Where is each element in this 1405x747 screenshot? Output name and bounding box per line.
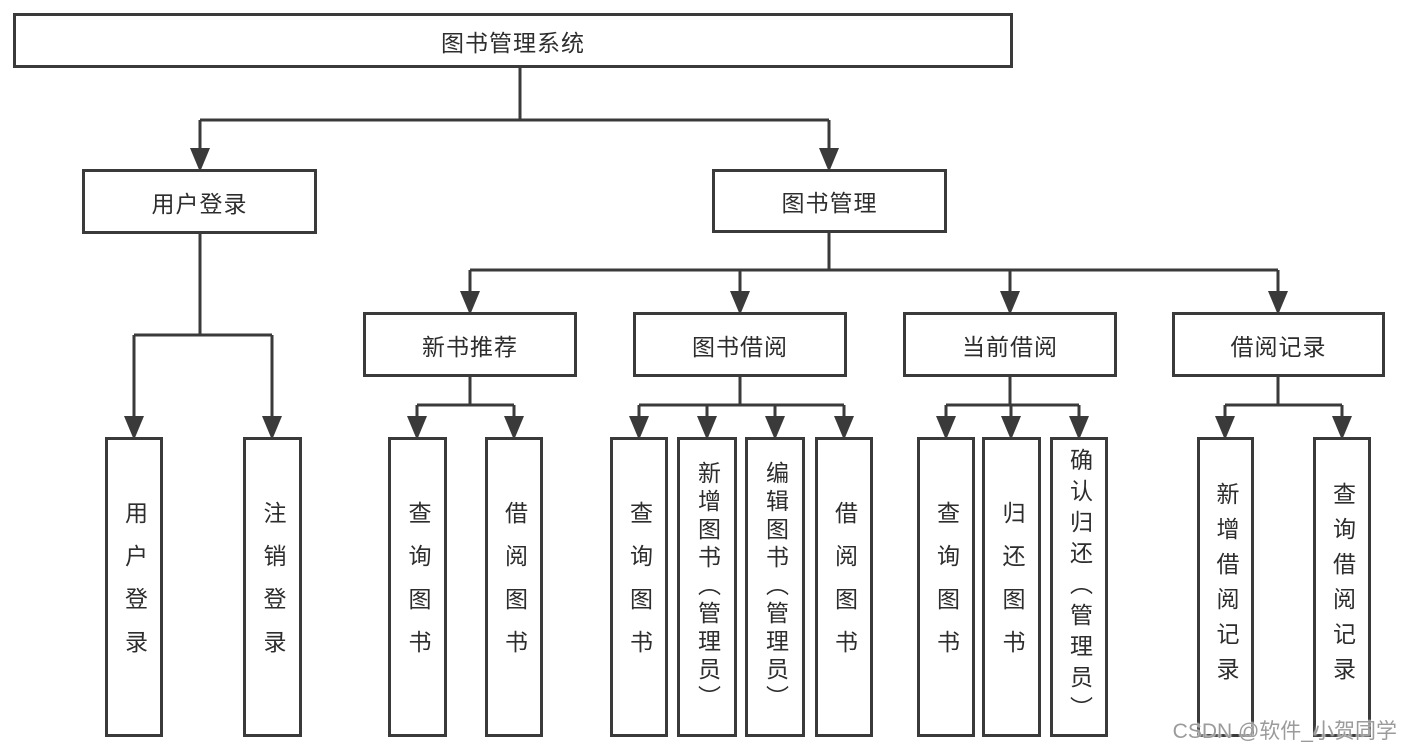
leaf-newbook-query-books: 查询图书 — [388, 437, 447, 737]
connector-root-to-level2 — [198, 68, 831, 150]
node-borrow-records: 借阅记录 — [1172, 312, 1385, 377]
node-user-login-branch-label: 用户登录 — [151, 190, 248, 217]
node-user-login-branch: 用户登录 — [82, 169, 317, 234]
node-current-borrow-label: 当前借阅 — [962, 333, 1058, 360]
leaf-borrow-books-label: 借阅图书 — [831, 501, 858, 673]
leaf-user-login-label: 用户登录 — [121, 501, 148, 673]
node-new-book-recommend: 新书推荐 — [363, 312, 577, 377]
node-book-borrow-label: 图书借阅 — [692, 333, 788, 360]
leaf-edit-books-admin-label: 编辑图书（管理员） — [762, 461, 789, 713]
leaf-add-books-admin: 新增图书（管理员） — [677, 437, 737, 737]
node-book-management: 图书管理 — [712, 169, 947, 233]
leaf-return-books: 归还图书 — [982, 437, 1041, 737]
leaf-query-borrow-record-label: 查询借阅记录 — [1329, 482, 1356, 692]
leaf-logout-label: 注销登录 — [260, 501, 286, 673]
leaf-logout: 注销登录 — [243, 437, 302, 737]
leaf-current-query-books-label: 查询图书 — [933, 501, 960, 673]
connector-userlogin-children — [132, 234, 274, 418]
connector-bookmgmt-children — [468, 233, 1280, 293]
leaf-newbook-borrow-books-label: 借阅图书 — [501, 501, 528, 673]
leaf-confirm-return-admin: 确认归还（管理员） — [1050, 437, 1108, 737]
node-borrow-records-label: 借阅记录 — [1230, 333, 1327, 360]
leaf-query-borrow-record: 查询借阅记录 — [1313, 437, 1371, 737]
connector-bookborrow-children — [637, 377, 846, 418]
leaf-confirm-return-admin-label: 确认归还（管理员） — [1066, 447, 1093, 727]
csdn-watermark: CSDN @软件_小贺同学 — [1172, 720, 1397, 743]
leaf-edit-books-admin: 编辑图书（管理员） — [745, 437, 805, 737]
connector-newbook-children — [415, 377, 516, 418]
arrowheads — [124, 148, 1352, 440]
node-root-label: 图书管理系统 — [441, 29, 585, 56]
node-root: 图书管理系统 — [13, 13, 1013, 68]
leaf-newbook-query-books-label: 查询图书 — [405, 501, 431, 673]
leaf-borrow-query-books-label: 查询图书 — [626, 501, 653, 673]
connector-borrowrecords-children — [1223, 377, 1344, 418]
leaf-borrow-books: 借阅图书 — [815, 437, 873, 737]
leaf-user-login: 用户登录 — [105, 437, 163, 737]
leaf-borrow-query-books: 查询图书 — [610, 437, 668, 737]
connector-currentborrow-children — [944, 377, 1081, 418]
node-book-management-label: 图书管理 — [781, 190, 878, 216]
node-new-book-recommend-label: 新书推荐 — [422, 333, 518, 360]
leaf-return-books-label: 归还图书 — [999, 501, 1025, 673]
leaf-add-books-admin-label: 新增图书（管理员） — [694, 461, 721, 713]
leaf-add-borrow-record-label: 新增借阅记录 — [1213, 482, 1239, 692]
leaf-newbook-borrow-books: 借阅图书 — [485, 437, 543, 737]
leaf-current-query-books: 查询图书 — [917, 437, 975, 737]
leaf-add-borrow-record: 新增借阅记录 — [1197, 437, 1254, 737]
node-current-borrow: 当前借阅 — [903, 312, 1117, 377]
node-book-borrow: 图书借阅 — [633, 312, 847, 377]
